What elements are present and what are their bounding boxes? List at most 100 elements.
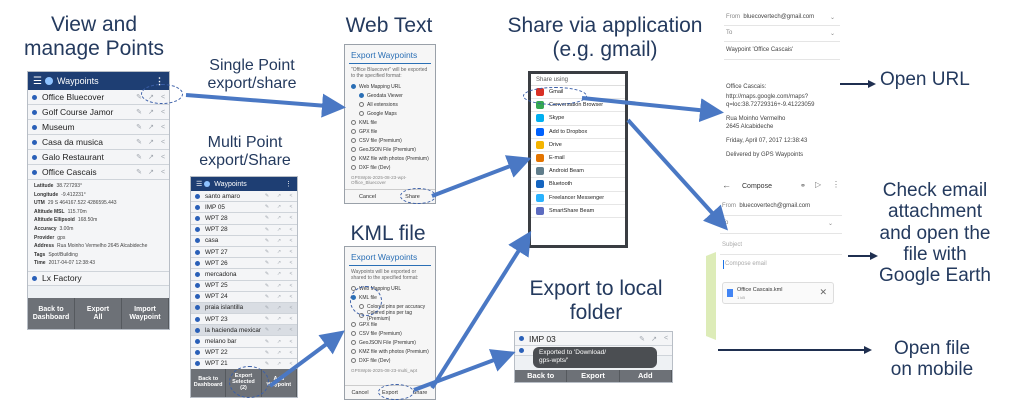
radio-icon[interactable]: [351, 322, 356, 327]
edit-icon[interactable]: ✎: [264, 237, 270, 244]
map-icon[interactable]: ↗: [276, 237, 282, 244]
format-option[interactable]: CSV file (Premium): [345, 329, 435, 338]
back-to-dashboard-button[interactable]: Back to Dashboard: [28, 298, 75, 329]
share-icon[interactable]: <: [289, 226, 293, 233]
cancel-button[interactable]: Cancel: [351, 389, 369, 396]
edit-icon[interactable]: ✎: [264, 316, 270, 323]
format-option[interactable]: CSV file (Premium): [345, 136, 435, 145]
chevron-down-icon[interactable]: ⌄: [830, 31, 836, 37]
edit-icon[interactable]: ✎: [136, 94, 142, 101]
menu-icon[interactable]: ☰: [33, 75, 42, 87]
share-app-item[interactable]: SmartShare Beam: [531, 204, 625, 218]
map-icon[interactable]: ↗: [276, 226, 282, 233]
radio-icon[interactable]: [351, 120, 356, 125]
close-icon[interactable]: ✕: [819, 287, 827, 297]
list-item[interactable]: WPT 24✎↗<: [191, 291, 297, 303]
share-app-item[interactable]: Add to Dropbox: [531, 125, 625, 139]
radio-icon[interactable]: [359, 93, 364, 98]
list-item[interactable]: WPT 22✎↗<: [191, 347, 297, 359]
edit-icon[interactable]: ✎: [264, 327, 270, 334]
share-icon[interactable]: <: [289, 360, 293, 367]
map-icon[interactable]: ↗: [276, 360, 282, 367]
list-item[interactable]: Museum✎↗<: [28, 120, 169, 135]
map-icon[interactable]: ↗: [276, 204, 282, 211]
share-icon[interactable]: <: [160, 123, 166, 131]
edit-icon[interactable]: ✎: [264, 193, 270, 200]
subject-field[interactable]: Subject: [722, 242, 743, 248]
share-app-item[interactable]: Freelancer Messenger: [531, 191, 625, 205]
radio-icon[interactable]: [351, 156, 356, 161]
share-button[interactable]: Share: [412, 389, 428, 396]
overflow-menu-icon[interactable]: ⋮: [285, 181, 292, 188]
share-icon[interactable]: <: [160, 168, 166, 176]
map-url[interactable]: http://maps.google.com/maps? q=loc:38.72…: [726, 94, 815, 108]
format-option[interactable]: GeoJSON File (Premium): [345, 338, 435, 347]
share-icon[interactable]: <: [289, 249, 293, 256]
share-icon[interactable]: <: [289, 215, 293, 222]
attachment-chip[interactable]: Office Cascais.kml 1 kB ✕: [722, 282, 834, 304]
format-option[interactable]: DXF file (Dev): [345, 163, 435, 172]
map-icon[interactable]: ↗: [148, 154, 154, 161]
share-icon[interactable]: <: [289, 204, 293, 211]
radio-icon[interactable]: [359, 102, 364, 107]
edit-icon[interactable]: ✎: [264, 249, 270, 256]
format-option[interactable]: Web Mapping URL: [345, 82, 435, 91]
radio-icon[interactable]: [351, 165, 356, 170]
list-item[interactable]: WPT 28✎↗<: [191, 224, 297, 236]
map-icon[interactable]: ↗: [276, 193, 282, 200]
radio-icon[interactable]: [359, 111, 364, 116]
map-icon[interactable]: ↗: [276, 338, 282, 345]
share-icon[interactable]: <: [160, 108, 166, 116]
share-app-item[interactable]: E-mail: [531, 151, 625, 166]
format-option[interactable]: All extensions: [345, 100, 435, 109]
share-icon[interactable]: <: [289, 293, 293, 300]
format-option[interactable]: GPX file: [345, 320, 435, 329]
overflow-menu-icon[interactable]: ⋮: [832, 180, 840, 189]
format-option[interactable]: Geodata Viewer: [345, 91, 435, 100]
list-item[interactable]: WPT 23✎↗<: [191, 314, 297, 326]
overflow-menu-icon[interactable]: ⋮: [155, 75, 164, 86]
map-icon[interactable]: ↗: [276, 349, 282, 356]
map-icon[interactable]: ↗: [148, 139, 154, 146]
menu-icon[interactable]: ☰: [196, 181, 203, 188]
format-option[interactable]: KMZ file with photos (Premium): [345, 154, 435, 163]
map-icon[interactable]: ↗: [276, 293, 282, 300]
edit-icon[interactable]: ✎: [264, 293, 270, 300]
share-icon[interactable]: <: [289, 193, 293, 200]
list-item[interactable]: IMP 03 ✎ ↗ <: [515, 332, 672, 346]
format-option[interactable]: KML file: [345, 118, 435, 127]
edit-icon[interactable]: ✎: [264, 349, 270, 356]
format-option[interactable]: GeoJSON File (Premium): [345, 145, 435, 154]
list-item[interactable]: Casa da musica✎↗<: [28, 135, 169, 150]
edit-icon[interactable]: ✎: [136, 124, 142, 131]
secondary-action-button[interactable]: Add: [620, 370, 672, 382]
share-icon[interactable]: <: [160, 138, 166, 146]
export-button[interactable]: Export: [567, 370, 620, 382]
compose-body-field[interactable]: Compose email: [725, 261, 767, 267]
list-item[interactable]: casa✎↗<: [191, 235, 297, 247]
list-item[interactable]: WPT 26✎↗<: [191, 258, 297, 270]
edit-icon[interactable]: ✎: [264, 282, 270, 289]
list-item[interactable]: IMP 05✎↗<: [191, 202, 297, 214]
edit-icon[interactable]: ✎: [264, 360, 270, 367]
map-icon[interactable]: ↗: [276, 304, 282, 311]
secondary-action-button[interactable]: Import Waypoint: [122, 298, 169, 329]
attach-icon[interactable]: ⚭: [800, 183, 806, 190]
share-icon[interactable]: <: [663, 335, 669, 342]
edit-icon[interactable]: ✎: [264, 304, 270, 311]
radio-icon[interactable]: [351, 147, 356, 152]
format-option[interactable]: DXF file (Dev): [345, 356, 435, 365]
list-item[interactable]: Office Cascais✎↗<: [28, 165, 169, 180]
radio-icon[interactable]: [351, 349, 356, 354]
edit-icon[interactable]: ✎: [264, 204, 270, 211]
back-to-dashboard-button[interactable]: Back to: [515, 370, 568, 382]
map-icon[interactable]: ↗: [276, 215, 282, 222]
format-option[interactable]: Google Maps: [345, 109, 435, 118]
radio-icon[interactable]: [351, 340, 356, 345]
edit-icon[interactable]: ✎: [136, 154, 142, 161]
list-item[interactable]: WPT 28✎↗<: [191, 213, 297, 225]
edit-icon[interactable]: ✎: [639, 335, 645, 343]
map-icon[interactable]: ↗: [276, 260, 282, 267]
list-item[interactable]: praia islantilla✎↗<: [191, 302, 297, 315]
list-item[interactable]: Lx Factory: [28, 271, 169, 286]
